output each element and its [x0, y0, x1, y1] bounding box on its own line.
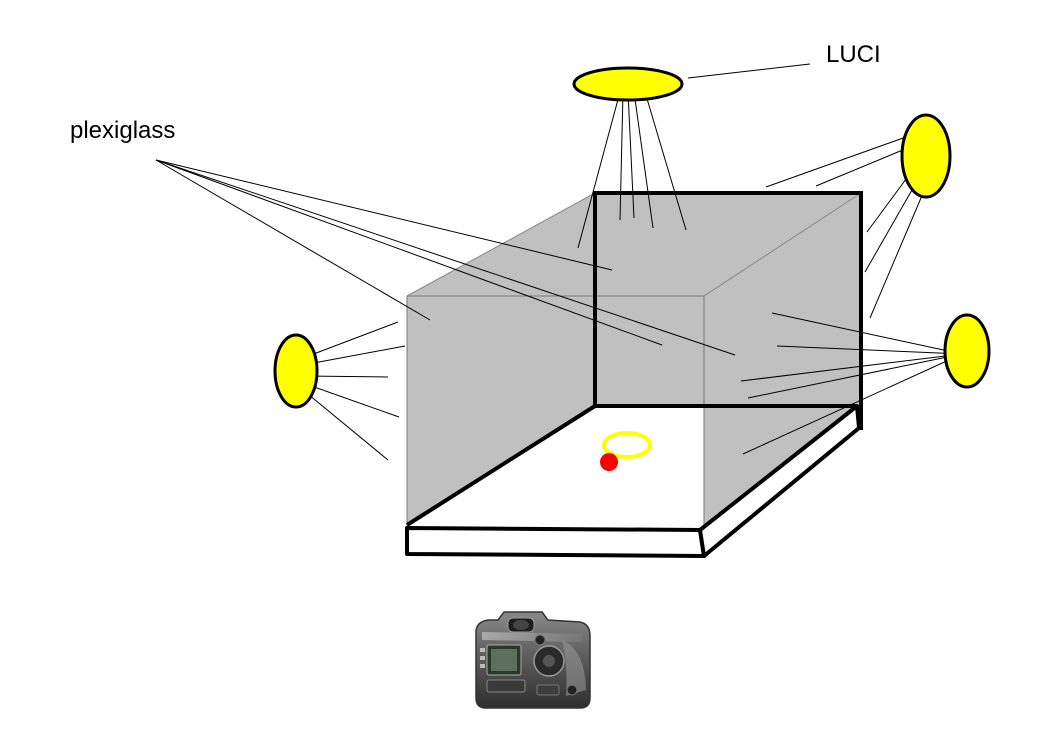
plexiglass-label: plexiglass [70, 117, 175, 144]
light-top [572, 66, 687, 249]
lightbox [405, 191, 863, 558]
light-top-right [765, 113, 952, 319]
light-left [273, 321, 406, 461]
light-top-icon [572, 66, 684, 102]
lights-label: LUCI [826, 41, 881, 68]
light-left-icon [273, 333, 319, 409]
lightbox-base-front [405, 526, 706, 558]
light-right [740, 312, 991, 455]
light-right-icon [943, 313, 991, 389]
light-top-right-icon [900, 113, 952, 199]
subject-dot [600, 453, 618, 471]
subject-ring [602, 431, 652, 459]
plexiglass-leaders [155, 159, 736, 356]
camera-icon [475, 611, 591, 709]
